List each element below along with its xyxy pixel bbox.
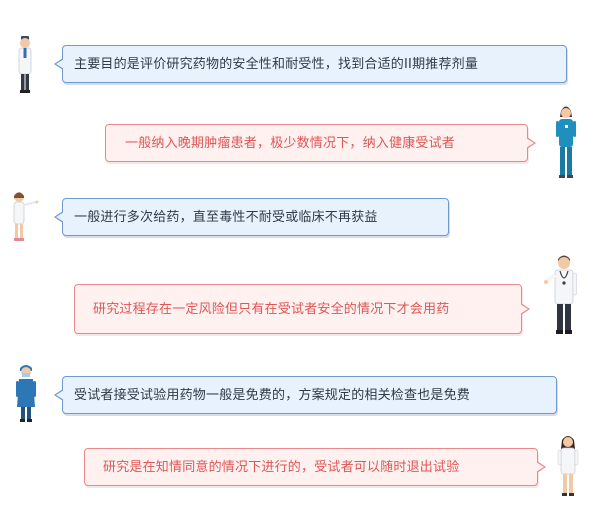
message-text: 主要目的是评价研究药物的安全性和耐受性，找到合适的II期推荐剂量 [74, 57, 479, 72]
message-bubble: 研究是在知情同意的情况下进行的，受试者可以随时退出试验 [84, 448, 546, 486]
message-text: 受试者接受试验用药物一般是免费的，方案规定的相关检查也是免费 [74, 388, 471, 403]
message-bubble: 主要目的是评价研究药物的安全性和耐受性，找到合适的II期推荐剂量 [54, 45, 567, 83]
message-bubble: 研究过程存在一定风险但只有在受试者安全的情况下才会用药 [74, 284, 530, 334]
doctor-with-stethoscope-icon [543, 253, 583, 337]
message-text: 研究是在知情同意的情况下进行的，受试者可以随时退出试验 [103, 460, 460, 475]
female-nurse-pointing-icon [9, 191, 39, 243]
male-doctor-icon [15, 36, 35, 94]
message-text: 研究过程存在一定风险但只有在受试者安全的情况下才会用药 [93, 302, 450, 317]
message-text: 一般进行多次给药，直至毒性不耐受或临床不再获益 [74, 210, 378, 225]
female-doctor-icon [556, 433, 580, 499]
female-nurse-icon [553, 103, 579, 181]
message-bubble: 受试者接受试验用药物一般是免费的，方案规定的相关检查也是免费 [54, 376, 557, 414]
message-bubble: 一般纳入晚期肿瘤患者，极少数情况下，纳入健康受试者 [105, 124, 536, 162]
message-text: 一般纳入晚期肿瘤患者，极少数情况下，纳入健康受试者 [125, 136, 456, 151]
surgeon-in-gown-icon [14, 363, 38, 423]
message-bubble: 一般进行多次给药，直至毒性不耐受或临床不再获益 [54, 198, 449, 236]
